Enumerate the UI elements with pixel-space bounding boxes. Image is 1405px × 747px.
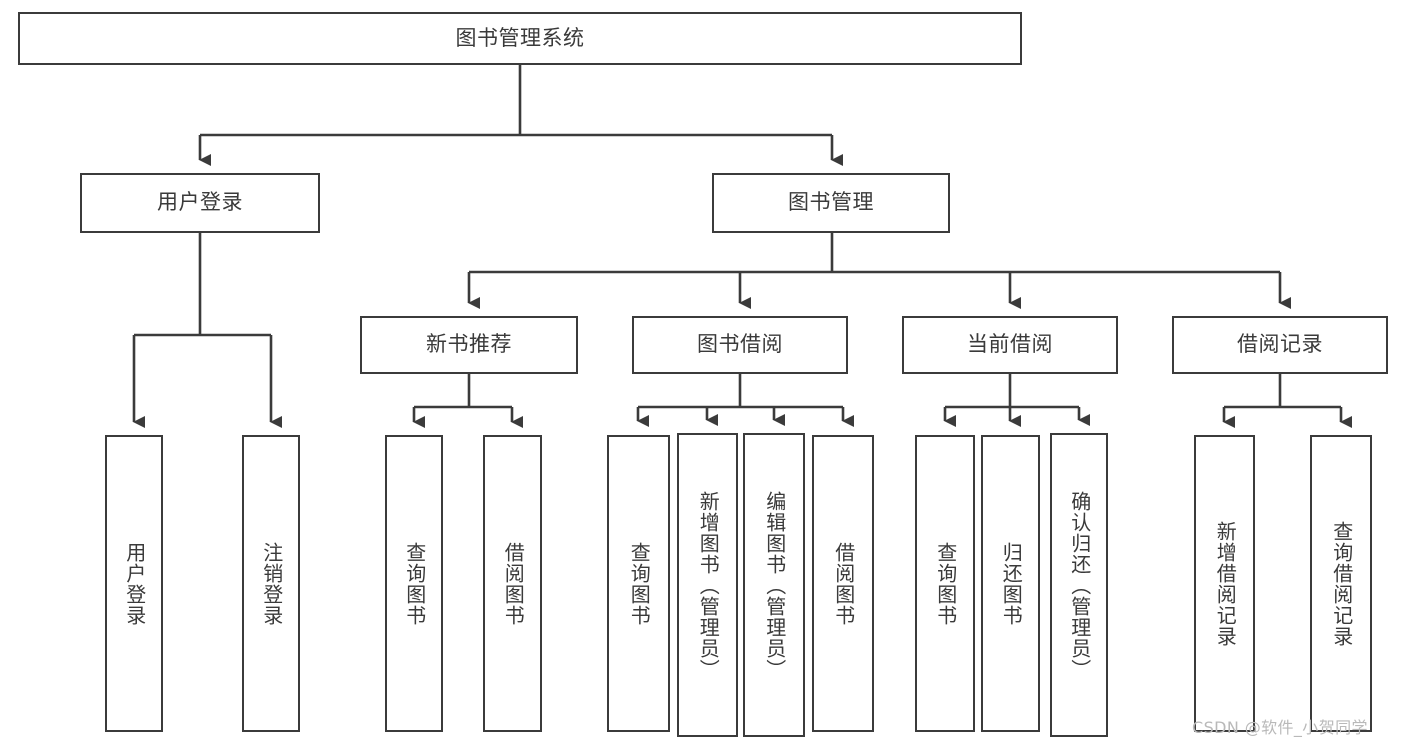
node-leaf-add-book-admin-label: 新增图书（管理员） [696, 490, 721, 680]
node-leaf-logout-login[interactable]: 注销登录 [242, 435, 300, 732]
node-book-borrow-label: 图书借阅 [697, 332, 783, 357]
node-leaf-user-login-label: 用户登录 [122, 541, 147, 626]
node-leaf-borrow-book-2-label: 借阅图书 [831, 541, 856, 626]
node-user-login[interactable]: 用户登录 [80, 173, 320, 233]
node-new-book-recommend[interactable]: 新书推荐 [360, 316, 578, 374]
node-leaf-return-book[interactable]: 归还图书 [981, 435, 1040, 732]
node-leaf-query-book-2[interactable]: 查询图书 [607, 435, 670, 732]
node-leaf-borrow-book-1[interactable]: 借阅图书 [483, 435, 542, 732]
watermark: CSDN @软件_小贺同学 [1192, 718, 1368, 737]
node-leaf-confirm-return-admin[interactable]: 确认归还（管理员） [1050, 433, 1108, 737]
node-leaf-add-borrow-record-label: 新增借阅记录 [1213, 520, 1238, 647]
node-user-login-label: 用户登录 [157, 190, 243, 215]
node-leaf-borrow-book-1-label: 借阅图书 [501, 541, 526, 626]
node-leaf-return-book-label: 归还图书 [999, 541, 1024, 626]
node-leaf-edit-book-admin[interactable]: 编辑图书（管理员） [743, 433, 805, 737]
node-book-manage[interactable]: 图书管理 [712, 173, 950, 233]
node-leaf-query-book-2-label: 查询图书 [627, 541, 652, 626]
node-leaf-query-borrow-record-label: 查询借阅记录 [1329, 520, 1354, 647]
node-current-borrow[interactable]: 当前借阅 [902, 316, 1118, 374]
node-borrow-record[interactable]: 借阅记录 [1172, 316, 1388, 374]
node-leaf-query-book-3-label: 查询图书 [933, 541, 958, 626]
node-leaf-query-book-1[interactable]: 查询图书 [385, 435, 443, 732]
node-leaf-query-book-1-label: 查询图书 [402, 541, 427, 626]
node-leaf-query-borrow-record[interactable]: 查询借阅记录 [1310, 435, 1372, 732]
node-leaf-logout-login-label: 注销登录 [259, 541, 284, 626]
node-root-label: 图书管理系统 [455, 25, 585, 50]
node-leaf-add-borrow-record[interactable]: 新增借阅记录 [1194, 435, 1255, 732]
node-root[interactable]: 图书管理系统 [18, 12, 1022, 65]
node-new-book-recommend-label: 新书推荐 [426, 332, 512, 357]
node-current-borrow-label: 当前借阅 [967, 332, 1053, 357]
node-book-manage-label: 图书管理 [788, 190, 874, 215]
node-leaf-borrow-book-2[interactable]: 借阅图书 [812, 435, 874, 732]
node-borrow-record-label: 借阅记录 [1237, 332, 1323, 357]
node-leaf-edit-book-admin-label: 编辑图书（管理员） [762, 490, 787, 680]
node-leaf-confirm-return-admin-label: 确认归还（管理员） [1067, 490, 1092, 680]
node-book-borrow[interactable]: 图书借阅 [632, 316, 848, 374]
node-leaf-user-login[interactable]: 用户登录 [105, 435, 163, 732]
node-leaf-add-book-admin[interactable]: 新增图书（管理员） [677, 433, 738, 737]
node-leaf-query-book-3[interactable]: 查询图书 [915, 435, 975, 732]
